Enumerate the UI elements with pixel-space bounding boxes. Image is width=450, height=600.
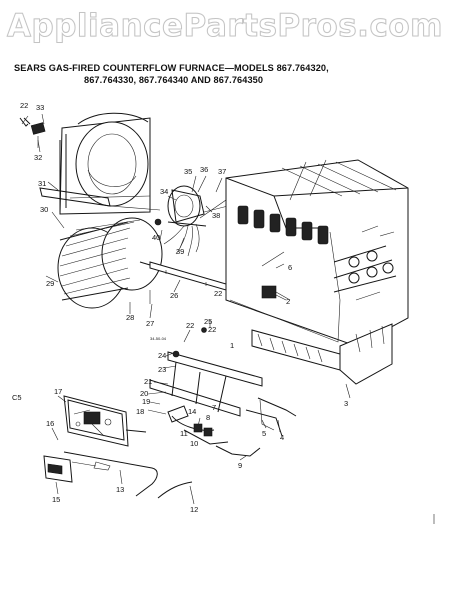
callout-39: 39 bbox=[176, 247, 184, 256]
callout-33: 33 bbox=[36, 103, 44, 112]
callout-31: 31 bbox=[38, 179, 46, 188]
callout-13: 13 bbox=[116, 485, 124, 494]
title-line-2: 867.764330, 867.764340 AND 867.764350 bbox=[84, 75, 264, 85]
callout-22b: 22 bbox=[186, 321, 194, 330]
bracket-clip bbox=[19, 117, 46, 148]
wire-harness bbox=[157, 481, 193, 499]
callout-16: 16 bbox=[46, 419, 54, 428]
rail-bracket bbox=[149, 261, 227, 291]
callout-28: 28 bbox=[126, 313, 134, 322]
callout-22c: 22 bbox=[208, 325, 216, 334]
callout-8: 8 bbox=[206, 413, 210, 422]
callout-21: 21 bbox=[144, 377, 152, 386]
callout-1: 1 bbox=[230, 341, 234, 350]
callout-26: 26 bbox=[170, 291, 178, 300]
callout-3: 3 bbox=[344, 399, 348, 408]
callout-19: 19 bbox=[142, 397, 150, 406]
pilot-assembly bbox=[167, 405, 261, 457]
callout-32: 32 bbox=[34, 153, 42, 162]
callout-15: 15 bbox=[52, 495, 60, 504]
gas-tube bbox=[63, 451, 158, 497]
callout-10: 10 bbox=[190, 439, 198, 448]
blower-motor bbox=[154, 185, 231, 257]
callout-numbers: 22 33 32 31 30 29 28 27 26 25 24 23 22 2… bbox=[12, 101, 348, 514]
callout-17: 17 bbox=[54, 387, 62, 396]
callout-34: 34 bbox=[160, 187, 168, 196]
callout-35: 35 bbox=[184, 167, 192, 176]
callout-2: 2 bbox=[286, 297, 290, 306]
drawing-code: 34-50-04 bbox=[150, 336, 167, 341]
callout-27: 27 bbox=[146, 319, 154, 328]
callout-23: 23 bbox=[158, 365, 166, 374]
blower-housing bbox=[39, 112, 161, 215]
callout-38: 38 bbox=[212, 211, 220, 220]
control-box bbox=[63, 395, 147, 447]
diagram-title: SEARS GAS-FIRED COUNTERFLOW FURNACE—MODE… bbox=[14, 62, 434, 86]
callout-30: 30 bbox=[40, 205, 48, 214]
callout-11: 11 bbox=[180, 429, 188, 438]
side-label: C5 bbox=[12, 393, 22, 402]
callout-40: 40 bbox=[152, 233, 160, 242]
callout-25: 25 bbox=[204, 317, 212, 326]
callout-18: 18 bbox=[136, 407, 144, 416]
callout-4: 4 bbox=[280, 433, 284, 442]
transformer bbox=[43, 455, 97, 483]
callout-9: 9 bbox=[238, 461, 242, 470]
callout-24: 24 bbox=[158, 351, 166, 360]
support-rails bbox=[149, 327, 297, 437]
callout-7: 7 bbox=[212, 403, 216, 412]
callout-29: 29 bbox=[46, 279, 54, 288]
furnace-cabinet bbox=[225, 159, 409, 385]
callout-22: 22 bbox=[20, 101, 28, 110]
site-watermark: AppliancePartsPros.com bbox=[7, 8, 443, 45]
callout-5: 5 bbox=[262, 429, 266, 438]
title-line-1: SEARS GAS-FIRED COUNTERFLOW FURNACE—MODE… bbox=[14, 63, 329, 73]
callout-36: 36 bbox=[200, 165, 208, 174]
callout-12: 12 bbox=[190, 505, 198, 514]
callout-22d: 22 bbox=[214, 289, 222, 298]
callout-14: 14 bbox=[188, 407, 196, 416]
blower-wheel bbox=[57, 217, 163, 309]
callout-37: 37 bbox=[218, 167, 226, 176]
callout-6: 6 bbox=[288, 263, 292, 272]
leader-lines bbox=[21, 113, 351, 505]
callout-20: 20 bbox=[140, 389, 148, 398]
